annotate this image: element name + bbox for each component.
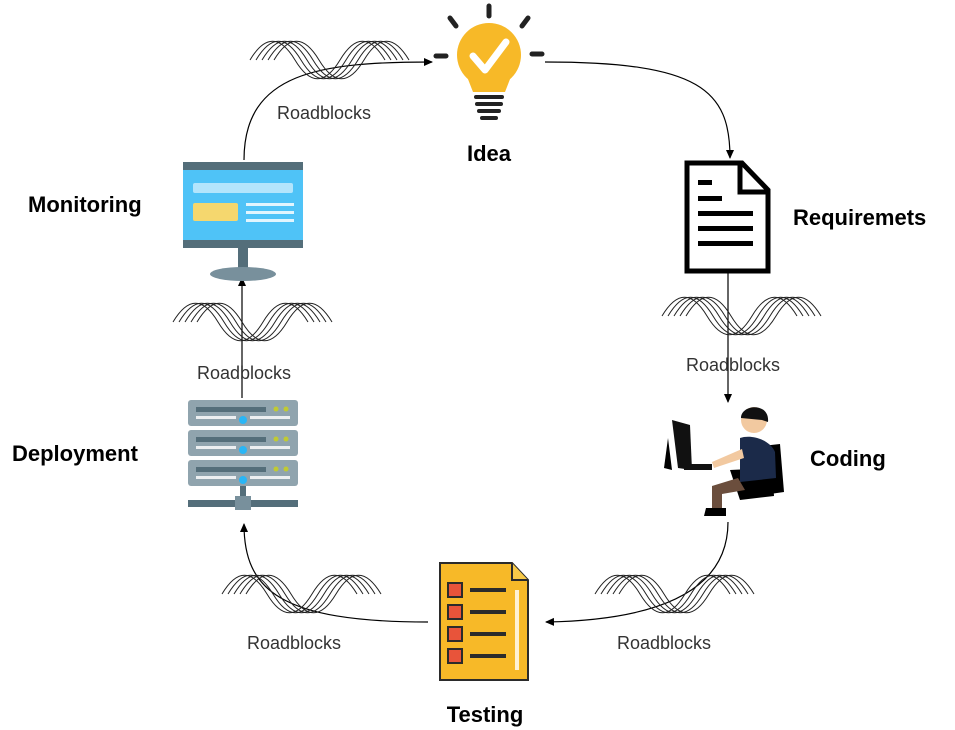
testing-label: Testing xyxy=(447,702,524,727)
roadblock-label-right-lower: Roadblocks xyxy=(617,633,711,653)
roadblock-label-bottom-left: Roadblocks xyxy=(247,633,341,653)
roadblock-wave-right-lower xyxy=(594,574,755,614)
server-icon xyxy=(188,400,298,510)
roadblock-label-left: Roadblocks xyxy=(197,363,291,383)
coding-label: Coding xyxy=(810,446,886,471)
roadblock-label-top: Roadblocks xyxy=(277,103,371,123)
requirements-label: Requiremets xyxy=(793,205,926,230)
lightbulb-icon xyxy=(433,3,545,120)
roadblock-label-right-upper: Roadblocks xyxy=(686,355,780,375)
idea-label: Idea xyxy=(467,141,512,166)
roadblock-wave-left xyxy=(172,302,333,342)
deployment-label: Deployment xyxy=(12,441,139,466)
developer-at-computer-icon xyxy=(664,407,784,516)
arrow-monitoring-to-idea xyxy=(243,58,433,161)
monitor-icon xyxy=(183,162,303,281)
document-icon xyxy=(684,160,771,274)
arrow-testing-to-deployment xyxy=(240,523,429,623)
checklist-icon xyxy=(439,562,529,681)
roadblock-wave-bottom-left xyxy=(221,574,382,614)
roadblock-wave-top xyxy=(249,40,410,80)
monitoring-label: Monitoring xyxy=(28,192,142,217)
arrow-coding-to-testing xyxy=(545,521,729,626)
arrow-idea-to-requirements xyxy=(544,61,734,159)
roadblock-wave-right-upper xyxy=(661,296,822,336)
